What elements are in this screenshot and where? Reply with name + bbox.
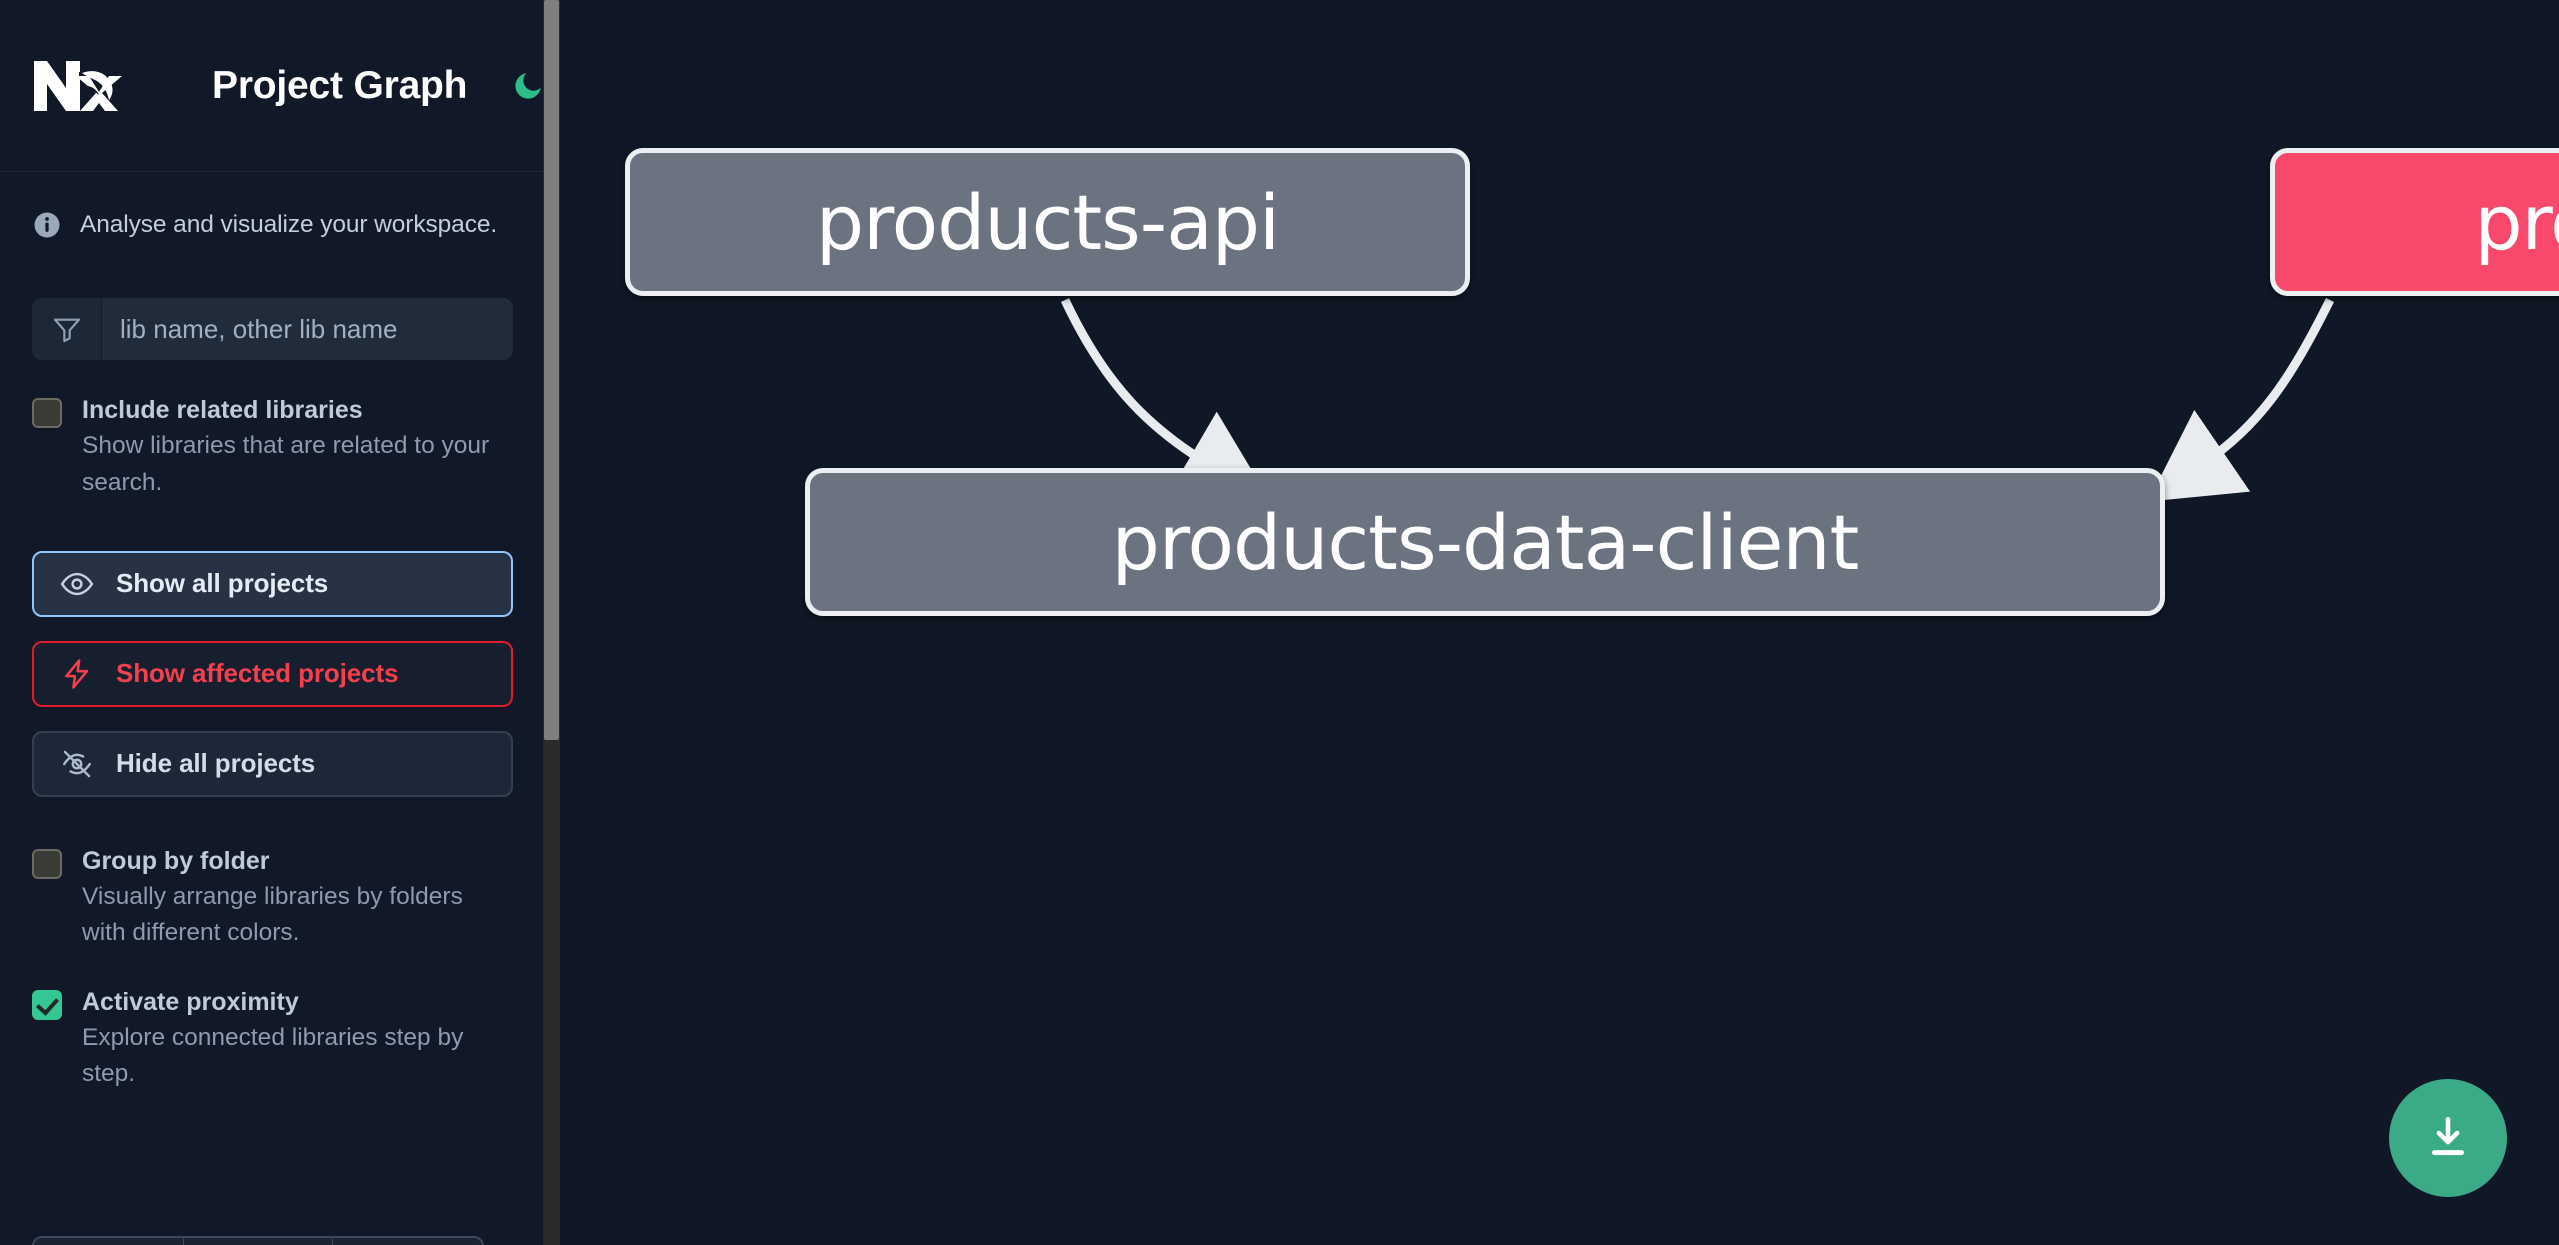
show-affected-projects-button[interactable]: Show affected projects xyxy=(32,640,513,707)
option-title: Group by folder xyxy=(82,846,270,875)
proximity-step-control[interactable] xyxy=(32,1236,484,1245)
sidebar-header: Project Graph xyxy=(0,0,545,172)
group-by-folder-checkbox[interactable] xyxy=(32,848,62,879)
option-description: Show libraries that are related to your … xyxy=(82,432,490,496)
workspace-info-text: Analyse and visualize your workspace. xyxy=(80,211,498,238)
moon-icon[interactable] xyxy=(511,69,545,103)
option-include-related-libraries[interactable]: Include related libraries Show libraries… xyxy=(32,392,513,501)
option-description: Visually arrange libraries by folders wi… xyxy=(82,883,463,947)
proximity-step-segment[interactable] xyxy=(34,1238,184,1245)
edge-products-cli-to-data-client xyxy=(2147,297,2335,502)
option-activate-proximity[interactable]: Activate proximity Explore connected lib… xyxy=(32,984,513,1093)
option-description: Explore connected libraries step by step… xyxy=(82,1023,464,1087)
activate-proximity-checkbox[interactable] xyxy=(32,989,62,1020)
graph-node-products-data-client[interactable]: products-data-client xyxy=(805,468,2165,616)
lightning-icon xyxy=(65,659,89,689)
graph-node-products-api[interactable]: products-api xyxy=(625,148,1470,296)
page-title: Project Graph xyxy=(212,63,468,107)
graph-edges xyxy=(1060,297,2335,502)
graph-node-products-cli[interactable]: products-cli xyxy=(2270,148,2559,296)
button-label: Show affected projects xyxy=(116,658,399,689)
option-group-by-folder[interactable]: Group by folder Visually arrange librari… xyxy=(32,843,513,952)
filter-icon-box[interactable] xyxy=(32,298,102,360)
button-label: Show all projects xyxy=(116,568,329,599)
info-icon xyxy=(34,212,60,238)
show-all-projects-button[interactable]: Show all projects xyxy=(32,550,513,617)
eye-off-icon xyxy=(63,750,91,777)
option-texts: Activate proximity Explore connected lib… xyxy=(82,984,513,1093)
graph-canvas[interactable]: products-api products-cli products-data-… xyxy=(560,0,2559,1245)
sidebar-scrollbar-track[interactable] xyxy=(543,0,560,1245)
search-input[interactable] xyxy=(102,298,513,360)
node-label: products-cli xyxy=(2474,177,2559,267)
node-label: products-api xyxy=(815,177,1280,267)
sidebar-scrollbar-thumb[interactable] xyxy=(544,0,559,740)
proximity-step-segment[interactable] xyxy=(333,1238,482,1245)
eye-icon xyxy=(60,572,94,595)
option-title: Activate proximity xyxy=(82,987,299,1016)
sidebar-content: Project Graph Analyse and visualize your… xyxy=(0,0,545,1245)
download-graph-button[interactable] xyxy=(2389,1079,2507,1197)
button-label: Hide all projects xyxy=(116,748,316,779)
sidebar: Project Graph Analyse and visualize your… xyxy=(0,0,560,1245)
node-label: products-data-client xyxy=(1111,497,1860,587)
hide-all-projects-button[interactable]: Hide all projects xyxy=(32,730,513,797)
option-texts: Group by folder Visually arrange librari… xyxy=(82,843,513,952)
edge-products-api-to-data-client xyxy=(1060,298,1270,500)
proximity-step-segment[interactable] xyxy=(184,1238,334,1245)
nx-logo-icon xyxy=(34,60,122,111)
workspace-info: Analyse and visualize your workspace. xyxy=(0,172,545,240)
include-related-libraries-checkbox[interactable] xyxy=(32,398,62,428)
option-title: Include related libraries xyxy=(82,396,363,424)
download-icon xyxy=(2431,1116,2465,1156)
filter-icon xyxy=(53,318,80,343)
search-bar[interactable] xyxy=(32,298,513,360)
visibility-buttons: Show all projects Show affected projects… xyxy=(32,550,513,797)
option-texts: Include related libraries Show libraries… xyxy=(82,392,513,501)
